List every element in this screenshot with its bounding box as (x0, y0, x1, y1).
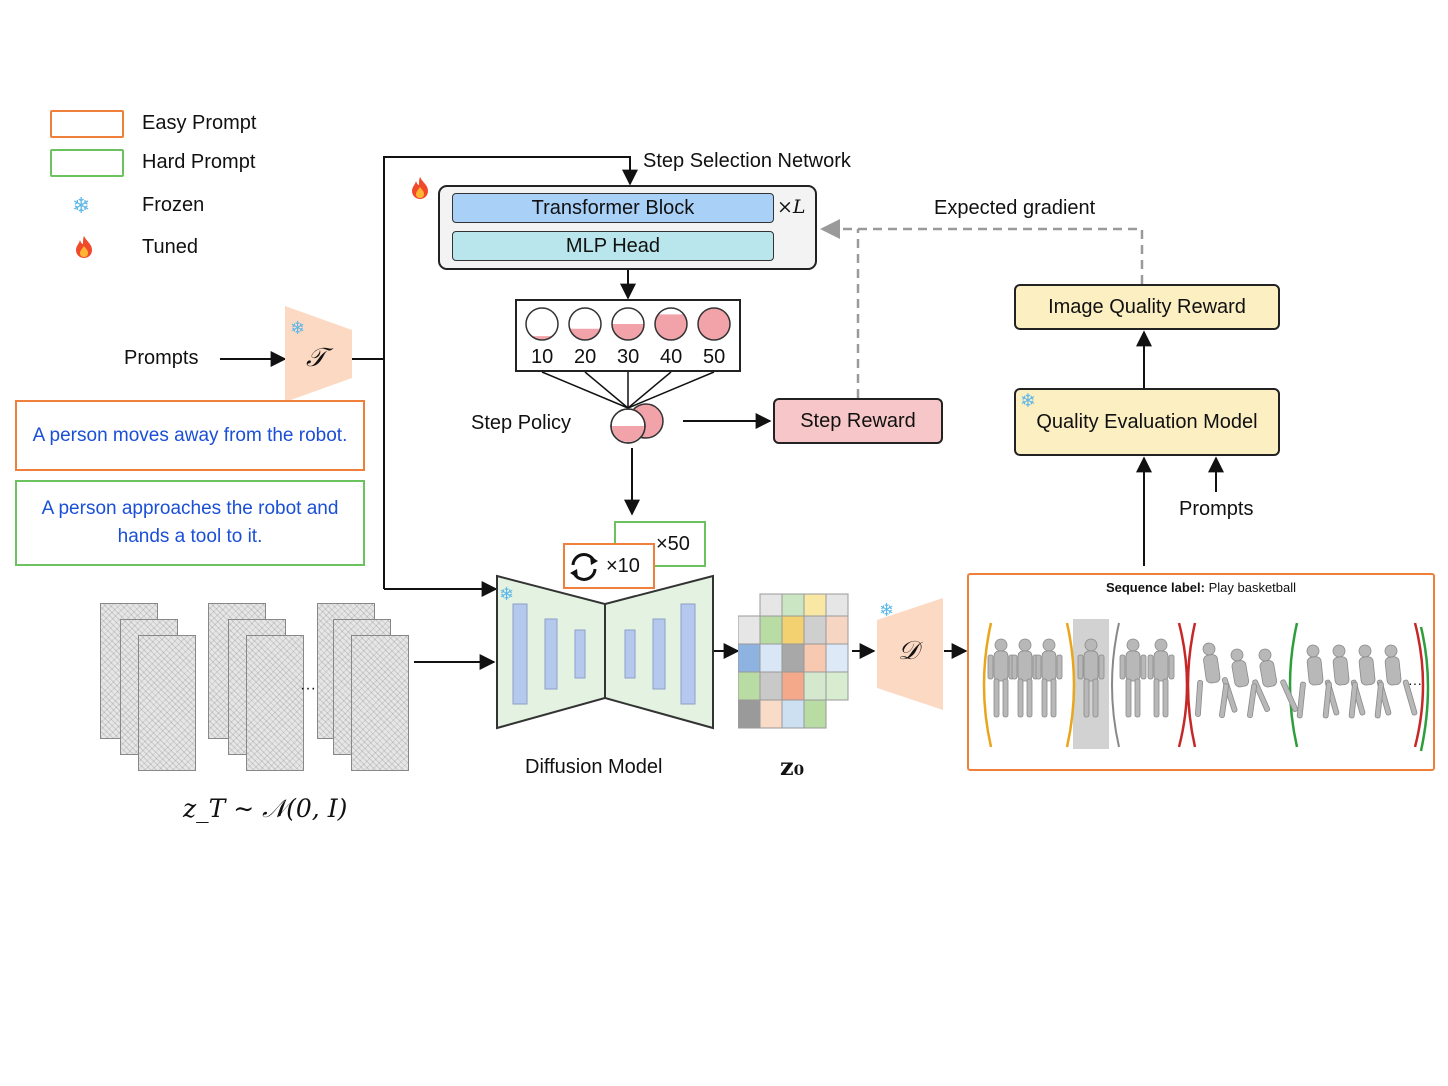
hard-iterations-label: ×50 (656, 533, 690, 555)
easy-iterations-label: ×10 (606, 555, 640, 577)
hard-prompt-legend-label: Hard Prompt (142, 151, 256, 173)
easy-prompt-swatch (50, 110, 124, 138)
step-option-label: 50 (703, 346, 726, 368)
step-option-circle (654, 307, 688, 341)
step-option-label: 20 (574, 346, 597, 368)
decoder (877, 598, 943, 710)
easy-iterations-badge (563, 543, 655, 589)
sequence-panel: Sequence label: Play basketball (967, 573, 1435, 771)
step-reward-label: Step Reward (800, 409, 916, 432)
sequence-label-value: Play basketball (1208, 580, 1297, 595)
diffusion-model-label: Diffusion Model (525, 756, 663, 778)
noise-ellipsis: ··· (300, 680, 316, 697)
sequence-label: Sequence label: Play basketball (969, 580, 1433, 595)
step-option-circle (568, 307, 602, 341)
snowflake-icon: ❄ (1020, 391, 1036, 412)
latent-label: z₀ (780, 752, 805, 781)
step-reward-box: Step Reward (773, 398, 943, 444)
hard-prompt-example: A person approaches the robot and hands … (15, 480, 365, 566)
loop-arrows-icon (570, 553, 598, 581)
mlp-head: MLP Head (452, 231, 774, 261)
noise-label: z_T ∼ 𝒩(0, I) (183, 794, 348, 823)
motion-frames (982, 619, 1430, 752)
step-option-label: 30 (617, 346, 640, 368)
step-selection-title: Step Selection Network (643, 150, 851, 172)
step-option-label: 40 (660, 346, 683, 368)
noise-sample-group (317, 603, 417, 773)
expected-gradient-label: Expected gradient (934, 197, 1096, 219)
image-quality-reward-label: Image Quality Reward (1048, 295, 1246, 318)
flame-icon (412, 177, 428, 199)
step-option-circle (525, 307, 559, 341)
easy-prompt-example: A person moves away from the robot. (15, 400, 365, 471)
flame-icon (76, 236, 92, 258)
sequence-label-key: Sequence label: (1105, 580, 1205, 595)
snowflake-icon: ❄ (499, 584, 515, 604)
layer-repeat-label: ×L (777, 196, 806, 218)
easy-prompt-text: A person moves away from the robot. (32, 424, 348, 446)
prompts-right-label: Prompts (1179, 498, 1254, 520)
diffusion-model (496, 574, 714, 730)
step-option-label: 10 (531, 346, 554, 368)
quality-evaluation-model-box: Quality Evaluation Model (1014, 388, 1280, 456)
hard-prompt-swatch (50, 149, 124, 177)
step-option-circle (611, 307, 645, 341)
snowflake-icon: ❄ (72, 193, 91, 218)
transformer-block: Transformer Block (452, 193, 774, 223)
step-option-circle (697, 307, 731, 341)
step-policy-label: Step Policy (471, 412, 572, 434)
frozen-legend-label: Frozen (142, 194, 205, 216)
step-option-circles (525, 307, 731, 341)
mlp-head-label: MLP Head (565, 234, 661, 257)
image-quality-reward-box: Image Quality Reward (1014, 284, 1280, 330)
noise-sample-group (100, 603, 200, 773)
snowflake-icon: ❄ (879, 600, 895, 620)
quality-evaluation-model-label: Quality Evaluation Model (1036, 410, 1258, 433)
latent-grid (738, 593, 849, 729)
snowflake-icon: ❄ (290, 318, 306, 338)
step-option-labels: 10 20 30 40 50 (515, 346, 741, 370)
tuned-legend-label: Tuned (142, 236, 198, 258)
easy-prompt-legend-label: Easy Prompt (142, 112, 257, 134)
noise-sample-group (208, 603, 308, 773)
hard-prompt-text: A person approaches the robot and hands … (41, 498, 339, 547)
transformer-block-label: Transformer Block (531, 196, 695, 219)
step-policy-icon (610, 403, 664, 444)
prompts-left-label: Prompts (124, 347, 199, 369)
text-encoder (285, 306, 352, 402)
sequence-ellipsis: ··· (1408, 675, 1422, 691)
decoder-symbol: 𝒟 (898, 636, 919, 666)
text-encoder-symbol: 𝒯 (306, 343, 326, 373)
